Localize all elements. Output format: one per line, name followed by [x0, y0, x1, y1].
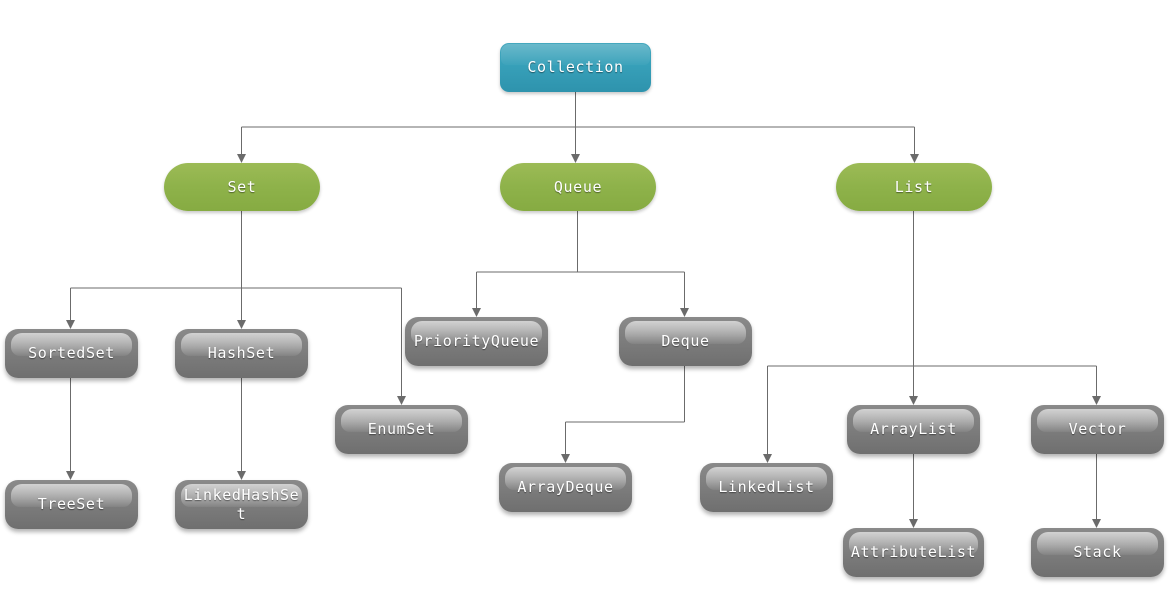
node-linkedhashset[interactable]: LinkedHashSet: [175, 480, 308, 529]
arrow-to-attributelist: [909, 519, 918, 528]
node-label-deque: Deque: [661, 332, 710, 350]
node-label-linkedhashset: LinkedHashSet: [183, 485, 300, 523]
node-label-linkedlist: LinkedList: [718, 478, 815, 496]
node-vector[interactable]: Vector: [1031, 405, 1164, 454]
node-enumset[interactable]: EnumSet: [335, 405, 468, 454]
collection-to-children-bus: [241, 92, 915, 156]
node-label-treeset: TreeSet: [37, 495, 106, 513]
node-collection[interactable]: Collection: [500, 43, 651, 92]
node-label-set: Set: [227, 177, 257, 196]
arrow-to-stack: [1092, 519, 1101, 528]
node-label-queue: Queue: [553, 177, 603, 196]
arrow-to-queue: [571, 154, 580, 163]
arrow-to-list: [910, 154, 919, 163]
node-treeset[interactable]: TreeSet: [5, 480, 138, 529]
node-arraylist[interactable]: ArrayList: [847, 405, 980, 454]
node-label-arraydeque: ArrayDeque: [517, 478, 614, 496]
node-set[interactable]: Set: [164, 163, 320, 211]
node-label-attributelist: AttributeList: [850, 543, 977, 561]
node-label-hashset: HashSet: [207, 344, 276, 362]
node-queue[interactable]: Queue: [500, 163, 656, 211]
node-stack[interactable]: Stack: [1031, 528, 1164, 577]
arrow-to-arraydeque: [561, 454, 570, 463]
node-priorityqueue[interactable]: PriorityQueue: [405, 317, 548, 366]
node-label-arraylist: ArrayList: [870, 420, 957, 438]
arrow-to-vector: [1092, 396, 1101, 405]
node-label-collection: Collection: [527, 58, 624, 76]
arrow-to-deque: [680, 308, 689, 317]
arrow-to-enumset: [397, 396, 406, 405]
node-hashset[interactable]: HashSet: [175, 329, 308, 378]
node-attributelist[interactable]: AttributeList: [843, 528, 984, 577]
node-deque[interactable]: Deque: [619, 317, 752, 366]
arrow-to-linkedhashset: [237, 471, 246, 480]
node-arraydeque[interactable]: ArrayDeque: [499, 463, 632, 512]
arrow-to-treeset: [66, 471, 75, 480]
node-label-vector: Vector: [1068, 420, 1127, 438]
node-label-enumset: EnumSet: [367, 420, 436, 438]
queue-to-children-bus: [476, 211, 685, 310]
arrow-to-set: [237, 154, 246, 163]
deque-to-children-bus: [565, 366, 685, 456]
node-label-stack: Stack: [1073, 543, 1122, 561]
arrow-to-priorityqueue: [472, 308, 481, 317]
node-label-sortedset: SortedSet: [28, 344, 115, 362]
arrow-to-arraylist: [909, 396, 918, 405]
node-label-list: List: [894, 177, 934, 196]
node-linkedlist[interactable]: LinkedList: [700, 463, 833, 512]
arrow-to-sortedset: [66, 320, 75, 329]
node-label-priorityqueue: PriorityQueue: [413, 332, 540, 350]
arrow-to-linkedlist: [763, 454, 772, 463]
node-list[interactable]: List: [836, 163, 992, 211]
arrow-to-hashset: [237, 320, 246, 329]
node-sortedset[interactable]: SortedSet: [5, 329, 138, 378]
